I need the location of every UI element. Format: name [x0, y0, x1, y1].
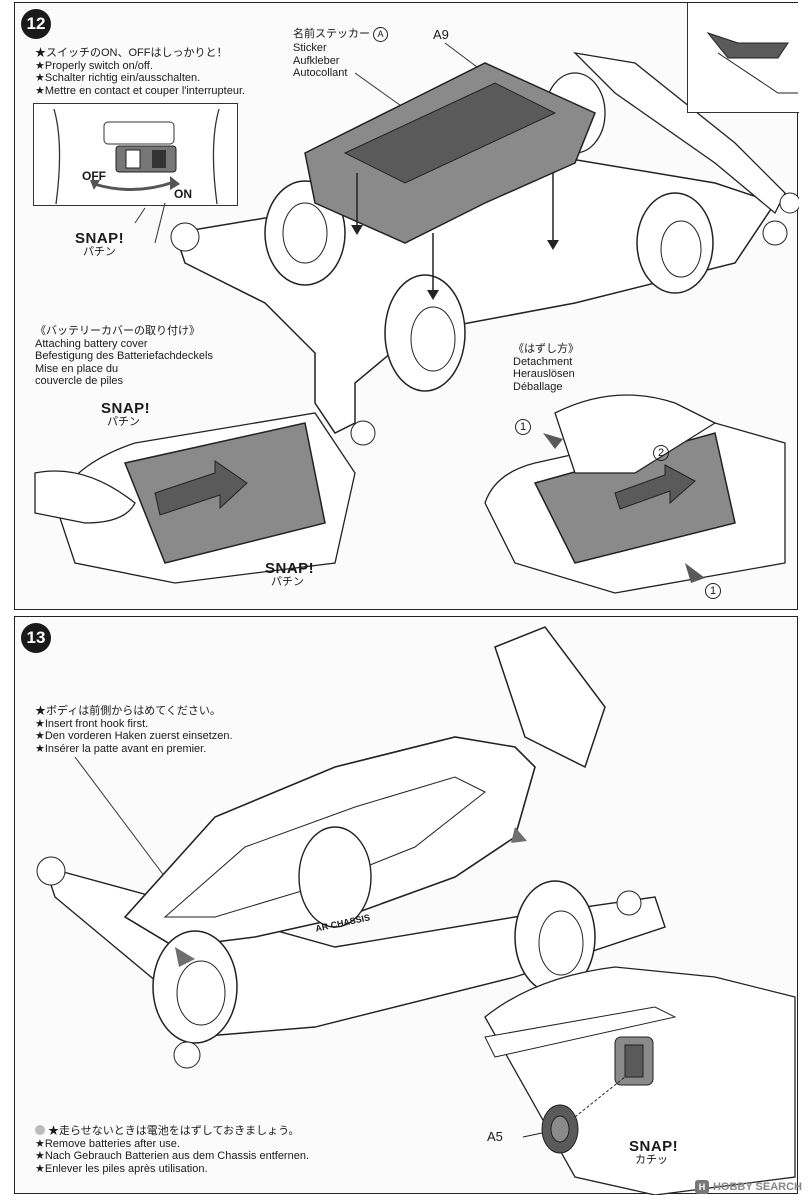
battery-note-fr: ★Enlever les piles après utilisation.: [35, 1162, 208, 1175]
watermark-text: HOBBY SEARCH: [712, 1181, 802, 1193]
detail-inset-top-right: [687, 3, 799, 113]
attach-label-fr-1: Mise en place du: [35, 362, 119, 375]
snap-text: SNAP!: [265, 560, 315, 577]
sticker-label-fr: Autocollant: [293, 67, 348, 79]
attach-label-de: Befestigung des Batteriefachdeckels: [35, 350, 213, 362]
marker-2: 2: [653, 445, 669, 461]
attach-label-fr-2: couvercle de piles: [35, 375, 124, 387]
snap-label-attach-top: SNAP! パチン: [101, 400, 151, 428]
body-note-fr: ★Insérer la patte avant en premier.: [35, 742, 207, 755]
battery-note-en: ★Remove batteries after use.: [35, 1137, 180, 1150]
note-dot-icon: [35, 1125, 45, 1135]
snap-label-switch: SNAP! パチン: [75, 230, 125, 258]
switch-drawing: [53, 108, 220, 205]
switch-note-en: ★Properly switch on/off.: [35, 59, 153, 72]
detach-label-fr: Déballage: [513, 380, 563, 393]
body-note-de: ★Den vorderen Haken zuerst einsetzen.: [35, 730, 233, 742]
car-body-drawing-13: [36, 626, 666, 1069]
snap-label-a5: SNAP! カチッ: [629, 1138, 679, 1166]
sticker-label-en: Sticker: [293, 42, 327, 54]
snap-text: SNAP!: [101, 400, 151, 417]
marker-1-bottom: 1: [705, 583, 721, 599]
detach-label-en: Detachment: [513, 355, 573, 368]
switch-callout: OFF ON: [33, 103, 238, 206]
watermark: H HOBBY SEARCH: [694, 1180, 802, 1194]
sticker-label-jp: 名前ステッカー: [293, 28, 370, 40]
step-13-panel: 13 ★ボディは前側からはめてください。 ★Insert front hook …: [14, 616, 798, 1195]
switch-note-fr: ★Mettre en contact et couper l'interrupt…: [35, 84, 246, 97]
switch-notes: ★スイッチのON、OFFはしっかりと！ ★Properly switch on/…: [35, 47, 245, 97]
body-note-en: ★Insert front hook first.: [35, 717, 149, 730]
switch-on-label: ON: [174, 187, 192, 201]
sticker-labels: 名前ステッカー A Sticker Aufkleber Autocollant: [293, 27, 389, 80]
switch-off-label: OFF: [82, 169, 106, 183]
detach-label-jp: 《はずし方》: [513, 343, 579, 355]
battery-notes: ★走らせないときは電池をはずしておきましょう。 ★Remove batterie…: [35, 1125, 309, 1175]
sticker-code: A: [373, 27, 389, 42]
watermark-logo-icon: H: [694, 1180, 709, 1194]
body-notes: ★ボディは前側からはめてください。 ★Insert front hook fir…: [35, 705, 233, 755]
snap-text: SNAP!: [75, 230, 125, 247]
part-a5-label: A5: [487, 1129, 503, 1144]
attach-label-en: Attaching battery cover: [35, 337, 148, 350]
detach-label-de: Herauslösen: [513, 368, 575, 380]
chassis-drawing-12: [134, 42, 799, 446]
body-note-jp: ★ボディは前側からはめてください。: [35, 705, 221, 717]
detach-labels: 《はずし方》 Detachment Herauslösen Déballage: [513, 343, 579, 393]
step-number-12: 12: [21, 9, 51, 39]
snap-kana: パチン: [271, 575, 304, 588]
sticker-label-de: Aufkleber: [293, 54, 340, 67]
snap-kana: カチッ: [635, 1153, 668, 1166]
attach-label-jp: 《バッテリーカバーの取り付け》: [35, 325, 200, 337]
attach-labels: 《バッテリーカバーの取り付け》 Attaching battery cover …: [35, 325, 213, 388]
switch-note-jp: ★スイッチのON、OFFはしっかりと！: [35, 47, 228, 59]
step-number-13: 13: [21, 623, 51, 653]
snap-kana: パチン: [83, 245, 116, 258]
marker-1-top: 1: [515, 419, 531, 435]
battery-note-jp: ★走らせないときは電池をはずしておきましょう。: [48, 1125, 300, 1137]
switch-note-de: ★Schalter richtig ein/ausschalten.: [35, 72, 201, 84]
snap-label-attach-bottom: SNAP! パチン: [265, 560, 315, 588]
snap-text: SNAP!: [629, 1138, 679, 1155]
part-a9-label: A9: [433, 27, 449, 42]
step-12-panel: 12 ★スイッチのON、OFFはしっかりと！ ★Properly switch …: [14, 2, 799, 610]
snap-kana: パチン: [107, 415, 140, 428]
battery-note-de: ★Nach Gebrauch Batterien aus dem Chassis…: [35, 1150, 310, 1162]
